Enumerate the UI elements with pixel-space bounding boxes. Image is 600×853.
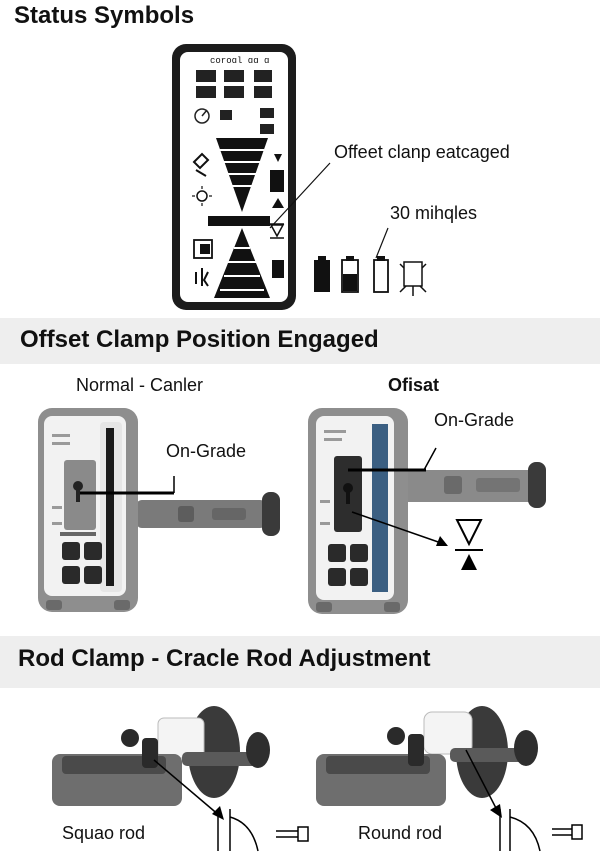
status-icon-row [314, 256, 427, 296]
battery-empty-icon [373, 256, 389, 293]
normal-center-label: Normal - Canler [76, 375, 204, 395]
display-symbols [192, 70, 285, 298]
offset-clamp-heading: Offset Clamp Position Engaged [20, 326, 379, 353]
battery-full-icon [314, 256, 330, 292]
offset-symbol-icon [455, 519, 483, 570]
on-grade-label-left: On-Grade [166, 441, 247, 461]
receiver-display: coroɑl ɑɑ ɑ [172, 44, 296, 310]
status-symbols-heading: Status Symbols [14, 2, 195, 29]
rod-clamp-square [52, 706, 270, 820]
status-callout-lines [269, 162, 389, 259]
square-rod-label: Squao rod [62, 823, 146, 843]
round-rod-label: Round rod [358, 823, 443, 843]
rod-clamp-round [316, 706, 538, 818]
on-grade-label-right: On-Grade [434, 410, 515, 430]
receiver-offset [308, 408, 546, 614]
battery-half-icon [341, 256, 359, 293]
rod-clamp-heading: Rod Clamp - Cracle Rod Adjustment [18, 645, 431, 672]
rod-band [0, 636, 600, 688]
display-screen: coroɑl ɑɑ ɑ [180, 52, 288, 302]
callout-minutes: 30 mihqles [390, 203, 478, 223]
display-header: coroɑl ɑɑ ɑ [210, 56, 270, 66]
square-rod-icon [217, 809, 309, 852]
receiver-normal-center [38, 408, 280, 612]
round-rod-icon [499, 809, 583, 852]
offset-band [0, 318, 600, 364]
callout-offset-clamp: Offeet clanp eatcaged [334, 142, 510, 162]
offset-label: Ofisat [388, 375, 440, 395]
light-bulb-icon [399, 261, 427, 296]
